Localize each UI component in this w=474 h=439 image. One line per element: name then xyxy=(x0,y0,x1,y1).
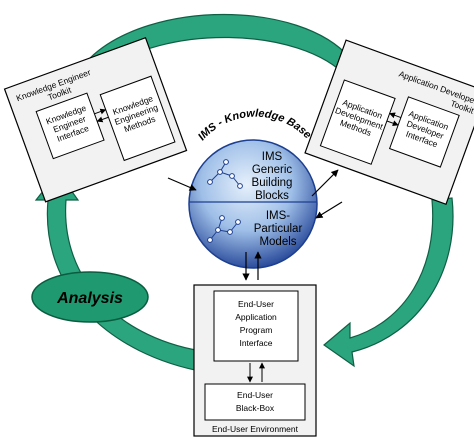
generic-blocks-line-3: Building xyxy=(252,177,293,189)
end-user-black-box xyxy=(204,383,306,421)
sphere-to-ad-arrow xyxy=(311,169,339,197)
analysis-label: Analysis xyxy=(56,290,123,307)
eu-interface-line-2: Application xyxy=(235,312,277,322)
knowledge-engineer-interface-box xyxy=(35,92,105,160)
eu-blackbox-line-1: End-User xyxy=(237,390,273,400)
right-cycle-arrow xyxy=(323,197,454,368)
ad-exchange-arrow-left xyxy=(389,112,402,119)
end-user-environment: End-User Application Program Interface E… xyxy=(193,284,317,437)
generic-network-icon xyxy=(207,159,243,189)
analysis-oval: Analysis xyxy=(31,271,149,323)
knowledge-engineering-methods-box xyxy=(99,75,176,162)
knowledge-base-title: IMS - Knowledge Base xyxy=(196,107,314,143)
end-user-interface-box xyxy=(213,290,299,362)
ad-exchange-arrow-right xyxy=(386,120,399,127)
application-developer-toolkit: Application Developer Toolkit Applicatio… xyxy=(304,39,474,205)
knowledge-base-sphere: IMS - Knowledge Base IMS Generic Buildin… xyxy=(188,107,318,269)
end-user-environment-title: End-User Environment xyxy=(212,424,299,434)
eu-blackbox-line-2: Black-Box xyxy=(236,403,275,413)
eu-interface-line-1: End-User xyxy=(238,299,274,309)
ke-exchange-arrow-left xyxy=(96,116,109,123)
ke-to-sphere-arrow xyxy=(167,177,197,191)
particular-models-line-3: Models xyxy=(259,236,296,248)
knowledge-engineer-toolkit: Knowledge Engineer Toolkit Knowledge Eng… xyxy=(3,36,188,203)
application-development-methods-box xyxy=(319,79,396,165)
ke-exchange-arrow-right xyxy=(94,108,107,115)
left-cycle-arrow xyxy=(34,170,209,373)
generic-blocks-line-4: Blocks xyxy=(255,190,289,202)
particular-models-line-2: Particular xyxy=(254,223,303,235)
generic-blocks-line-1: IMS xyxy=(262,151,283,163)
connector-arrows xyxy=(167,169,343,281)
sphere-body xyxy=(188,139,318,269)
eu-interface-line-4: Interface xyxy=(239,338,272,348)
ad-to-sphere-arrow xyxy=(315,201,343,219)
particular-models-line-1: IMS- xyxy=(266,210,290,222)
particular-network-icon xyxy=(207,215,241,243)
generic-blocks-line-2: Generic xyxy=(252,164,293,176)
application-developer-interface-box xyxy=(388,96,460,168)
eu-interface-line-3: Program xyxy=(240,325,273,335)
